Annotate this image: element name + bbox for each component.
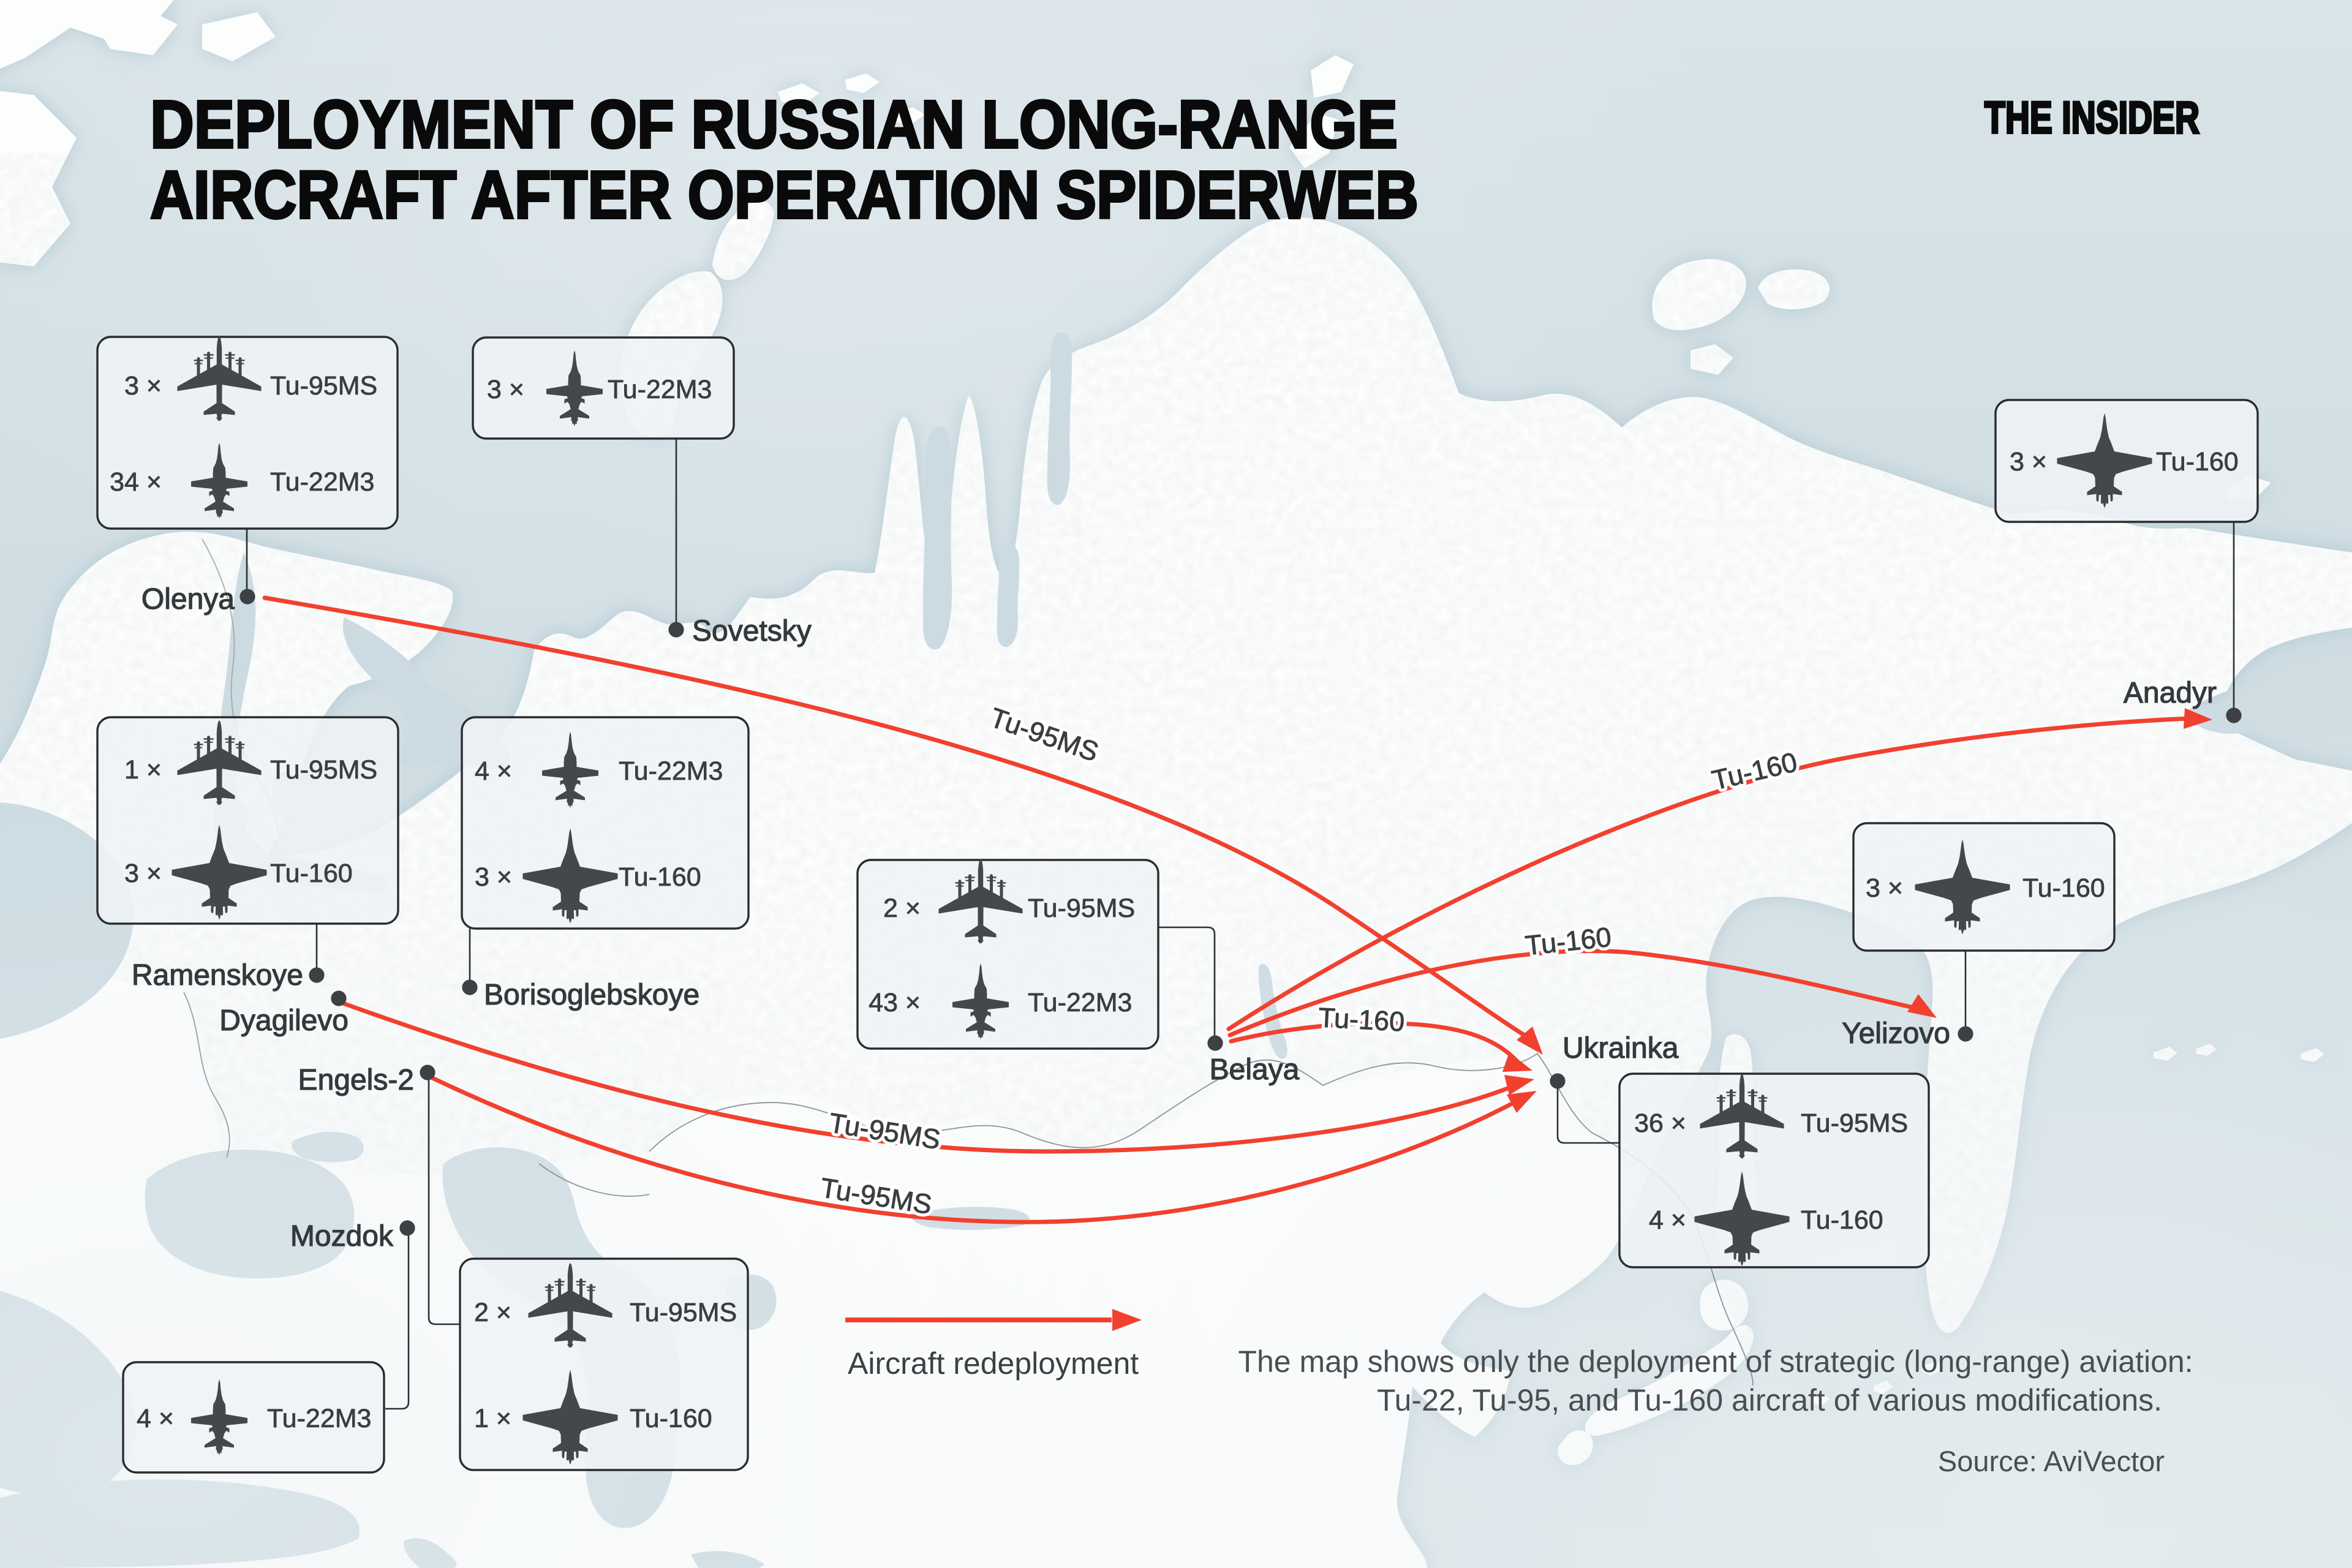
svg-text:AIRCRAFT AFTER OPERATION SPIDE: AIRCRAFT AFTER OPERATION SPIDERWEB: [150, 157, 1419, 233]
svg-text:Olenya: Olenya: [141, 583, 235, 616]
svg-text:Tu-22M3: Tu-22M3: [267, 1404, 371, 1433]
svg-text:Dyagilevo: Dyagilevo: [219, 1005, 349, 1037]
svg-text:1 ×: 1 ×: [474, 1404, 511, 1433]
svg-text:Engels-2: Engels-2: [298, 1064, 414, 1096]
svg-text:Tu-22, Tu-95, and Tu-160 aircr: Tu-22, Tu-95, and Tu-160 aircraft of var…: [1377, 1383, 2162, 1417]
svg-text:Tu-95MS: Tu-95MS: [630, 1298, 737, 1327]
svg-text:Tu-160: Tu-160: [619, 862, 701, 892]
svg-text:Tu-160: Tu-160: [630, 1404, 712, 1433]
svg-text:Tu-22M3: Tu-22M3: [608, 375, 712, 404]
svg-text:4 ×: 4 ×: [137, 1404, 174, 1433]
svg-text:3 ×: 3 ×: [124, 859, 162, 888]
svg-text:Tu-160: Tu-160: [1317, 1001, 1405, 1037]
svg-text:2 ×: 2 ×: [474, 1298, 511, 1327]
svg-text:Tu-160: Tu-160: [270, 859, 353, 888]
svg-text:Tu-160: Tu-160: [1317, 1001, 1405, 1037]
svg-text:34 ×: 34 ×: [110, 467, 162, 497]
svg-text:Source: AviVector: Source: AviVector: [1938, 1445, 2165, 1477]
svg-text:Tu-160: Tu-160: [1801, 1205, 1883, 1235]
svg-text:Tu-160: Tu-160: [2156, 447, 2239, 477]
svg-text:4 ×: 4 ×: [475, 756, 512, 786]
svg-text:Tu-95MS: Tu-95MS: [270, 371, 377, 401]
svg-text:Aircraft redeployment: Aircraft redeployment: [848, 1346, 1139, 1381]
svg-text:3 ×: 3 ×: [475, 862, 512, 892]
svg-text:Anadyr: Anadyr: [2124, 677, 2217, 709]
svg-text:1 ×: 1 ×: [124, 755, 162, 785]
svg-text:Tu-95MS: Tu-95MS: [270, 755, 377, 785]
svg-text:Borisoglebskoye: Borisoglebskoye: [484, 979, 699, 1011]
svg-text:THE INSIDER: THE INSIDER: [1985, 93, 2199, 143]
svg-text:Yelizovo: Yelizovo: [1842, 1017, 1950, 1050]
svg-text:3 ×: 3 ×: [487, 375, 524, 404]
svg-text:4 ×: 4 ×: [1649, 1205, 1686, 1235]
svg-text:Sovetsky: Sovetsky: [692, 615, 812, 647]
svg-text:36 ×: 36 ×: [1634, 1109, 1686, 1138]
svg-text:Tu-160: Tu-160: [2022, 873, 2105, 903]
svg-text:3 ×: 3 ×: [124, 371, 162, 401]
svg-text:Tu-22M3: Tu-22M3: [1028, 988, 1132, 1017]
svg-text:Mozdok: Mozdok: [290, 1220, 394, 1253]
svg-text:The map shows only the deploym: The map shows only the deployment of str…: [1238, 1344, 2193, 1379]
svg-text:Tu-95MS: Tu-95MS: [1801, 1109, 1908, 1138]
svg-text:DEPLOYMENT OF RUSSIAN LONG-RAN: DEPLOYMENT OF RUSSIAN LONG-RANGE: [150, 87, 1398, 162]
svg-text:Tu-22M3: Tu-22M3: [270, 467, 374, 497]
svg-text:3 ×: 3 ×: [1866, 873, 1903, 903]
svg-text:Ukrainka: Ukrainka: [1562, 1032, 1679, 1065]
svg-text:2 ×: 2 ×: [883, 894, 921, 923]
svg-text:Tu-22M3: Tu-22M3: [619, 756, 723, 786]
svg-text:3 ×: 3 ×: [2010, 447, 2047, 477]
svg-text:43 ×: 43 ×: [869, 988, 921, 1017]
svg-text:Ramenskoye: Ramenskoye: [132, 959, 303, 992]
svg-text:Tu-95MS: Tu-95MS: [1028, 894, 1135, 923]
svg-text:Belaya: Belaya: [1210, 1054, 1300, 1086]
